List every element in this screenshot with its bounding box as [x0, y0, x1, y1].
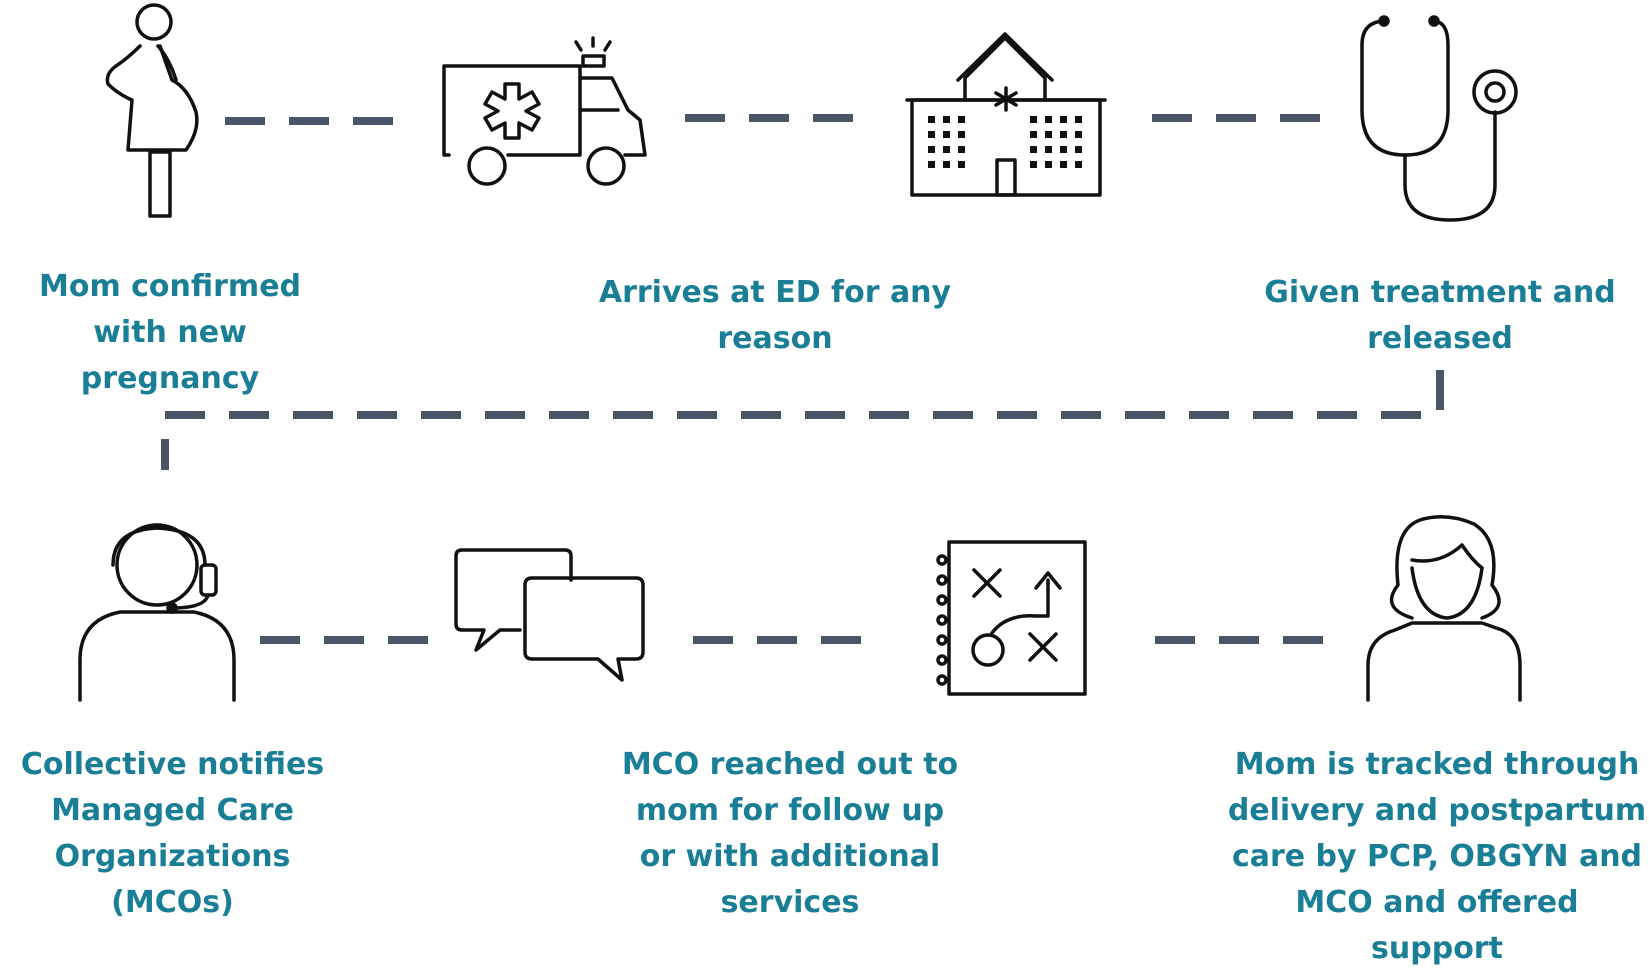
caption-arrives-at-ed: Arrives at ED for any reason	[598, 275, 952, 356]
caption-collective-notifies-mcos: Collective notifies Managed Care Organiz…	[20, 747, 325, 920]
stethoscope-icon	[1360, 15, 1518, 222]
hospital-icon	[905, 32, 1107, 197]
caption-mom-tracked-through-delivery: Mom is tracked through delivery and post…	[1227, 747, 1647, 966]
connector-row-wrap	[161, 370, 1444, 470]
caption-given-treatment-released: Given treatment and released	[1264, 275, 1616, 356]
ambulance-icon	[442, 36, 647, 186]
pregnant-woman-icon	[105, 3, 199, 218]
chat-bubbles-icon	[454, 548, 645, 682]
headset-agent-icon	[78, 523, 236, 702]
pregnancy-care-flow-diagram	[78, 3, 1522, 702]
strategy-plan-icon	[936, 540, 1087, 696]
woman-icon	[1366, 515, 1522, 702]
caption-mom-confirmed-pregnancy: Mom confirmed with new pregnancy	[38, 269, 302, 396]
caption-mco-reached-out: MCO reached out to mom for follow up or …	[621, 747, 959, 920]
